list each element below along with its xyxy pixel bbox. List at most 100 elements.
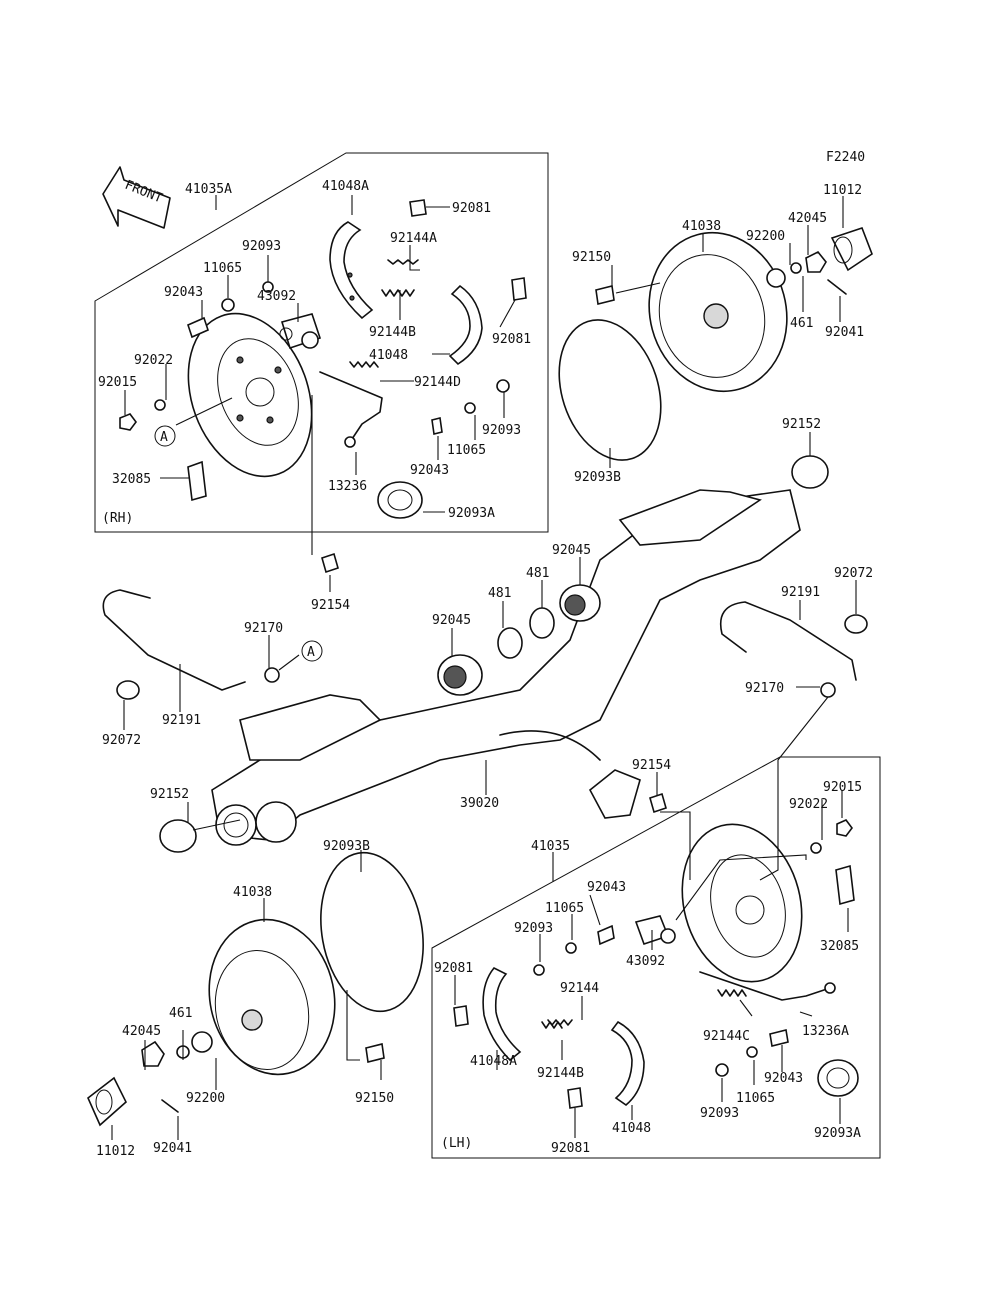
lh-clip-top <box>453 1005 469 1027</box>
part-label: 42045 <box>122 1024 161 1039</box>
hose-92191-left <box>102 589 246 691</box>
front-arrow-icon: FRONT <box>102 166 171 229</box>
rh-spring-a <box>387 259 419 265</box>
rh-stud-92150 <box>595 285 615 305</box>
lh-drum-seal-92093b <box>320 851 424 1013</box>
part-label: 92045 <box>432 613 471 628</box>
part-label: 92200 <box>746 229 785 244</box>
rh-assembly-frame <box>94 152 549 533</box>
part-label: 92144C <box>703 1029 750 1044</box>
part-label: 92043 <box>410 463 449 478</box>
part-label: 92152 <box>782 417 821 432</box>
rh-brake-drum <box>648 231 788 393</box>
part-label: 92041 <box>153 1141 192 1156</box>
part-label: 481 <box>488 586 511 601</box>
lh-nut-92093-top <box>533 964 545 976</box>
part-label: 92093A <box>814 1126 861 1141</box>
part-label: 92043 <box>764 1071 803 1086</box>
lh-washer-11065-bottom <box>746 1046 758 1058</box>
part-label: 92043 <box>164 285 203 300</box>
part-label: 92154 <box>632 758 671 773</box>
part-label: 92072 <box>102 733 141 748</box>
lh-side-label: (LH) <box>441 1136 472 1151</box>
part-label: 92015 <box>823 780 862 795</box>
rh-pin-92043b <box>431 417 443 435</box>
lh-pin-92043-bottom <box>769 1029 789 1047</box>
lh-stud-92150 <box>365 1043 385 1063</box>
lh-clip-32085 <box>835 864 855 906</box>
rh-washer-11065 <box>221 298 235 312</box>
lh-nut-42045 <box>141 1040 165 1067</box>
part-label: 92093 <box>514 921 553 936</box>
lh-assembly-frame <box>431 756 881 1159</box>
rh-clip-top <box>409 199 427 217</box>
part-label: 92093B <box>323 839 370 854</box>
part-label: 41048A <box>470 1054 517 1069</box>
lh-lever-13236a <box>699 971 831 1001</box>
part-label: 92045 <box>552 543 591 558</box>
part-label: 92144B <box>537 1066 584 1081</box>
part-label: 42045 <box>788 211 827 226</box>
rh-brake-shoe-front <box>329 221 374 320</box>
part-label: 11012 <box>823 183 862 198</box>
front-arrow-label: FRONT <box>123 178 165 207</box>
callout-a-rh: A <box>154 425 176 447</box>
part-label: 41048A <box>322 179 369 194</box>
snap-ring-481-upper <box>529 607 555 639</box>
rh-washer-461 <box>790 262 802 274</box>
callout-a-left: A <box>301 640 323 662</box>
rh-pin-92043 <box>187 316 209 339</box>
lh-spring-92144c <box>717 989 747 997</box>
svg-text:A: A <box>307 645 315 660</box>
lh-seal-92093a <box>817 1059 859 1097</box>
part-label: 92152 <box>150 787 189 802</box>
clamp-92170-right <box>820 682 836 698</box>
part-label: 92191 <box>162 713 201 728</box>
part-label: 41048 <box>612 1121 651 1136</box>
part-label: 43092 <box>626 954 665 969</box>
lh-wheel-cylinder <box>634 915 676 946</box>
part-label: 41038 <box>682 219 721 234</box>
rh-side-label: (RH) <box>102 511 133 526</box>
part-labels: 41048A 92081 92144A 92093 11065 43092 92… <box>96 179 873 1159</box>
part-label: 41038 <box>233 885 272 900</box>
bearing-92045-upper <box>559 584 601 622</box>
svg-text:A: A <box>160 430 168 445</box>
part-label: 92200 <box>186 1091 225 1106</box>
bolt-92154-upper <box>321 552 339 574</box>
bushing-92152-right <box>791 455 829 489</box>
bearing-92045-lower <box>437 654 483 696</box>
rh-clip-right <box>511 277 527 301</box>
part-label: 92072 <box>834 566 873 581</box>
part-label: 92041 <box>825 325 864 340</box>
leader-lines <box>111 195 857 1140</box>
lh-brake-shoe-rear <box>610 1020 645 1107</box>
part-label: 92144D <box>414 375 461 390</box>
rh-washer-92200 <box>766 268 786 288</box>
rh-nut-92015 <box>119 413 137 431</box>
lh-brake-drum <box>208 918 336 1076</box>
lh-spring-92144b <box>541 1021 563 1029</box>
part-label: 13236A <box>802 1024 849 1039</box>
rh-seal-92093a <box>377 481 423 519</box>
part-label: 41048 <box>369 348 408 363</box>
part-label: 11065 <box>736 1091 775 1106</box>
part-label: 92081 <box>452 201 491 216</box>
rh-brake-shoe-rear <box>448 284 483 366</box>
lh-nut-92015 <box>836 819 853 837</box>
rh-hub-cap-11012 <box>830 226 873 272</box>
part-label: 92043 <box>587 880 626 895</box>
rh-spring-b <box>381 289 415 297</box>
part-label: 11065 <box>447 443 486 458</box>
part-label: 92093 <box>700 1106 739 1121</box>
part-label: 92081 <box>434 961 473 976</box>
part-label: 32085 <box>820 939 859 954</box>
rh-cotter-92041 <box>827 279 847 295</box>
part-label: 11065 <box>203 261 242 276</box>
clamp-92170-left <box>264 667 280 683</box>
rh-spring-d <box>349 361 379 368</box>
part-label: 39020 <box>460 796 499 811</box>
part-label: 92093A <box>448 506 495 521</box>
rh-washer-92022 <box>154 399 166 411</box>
